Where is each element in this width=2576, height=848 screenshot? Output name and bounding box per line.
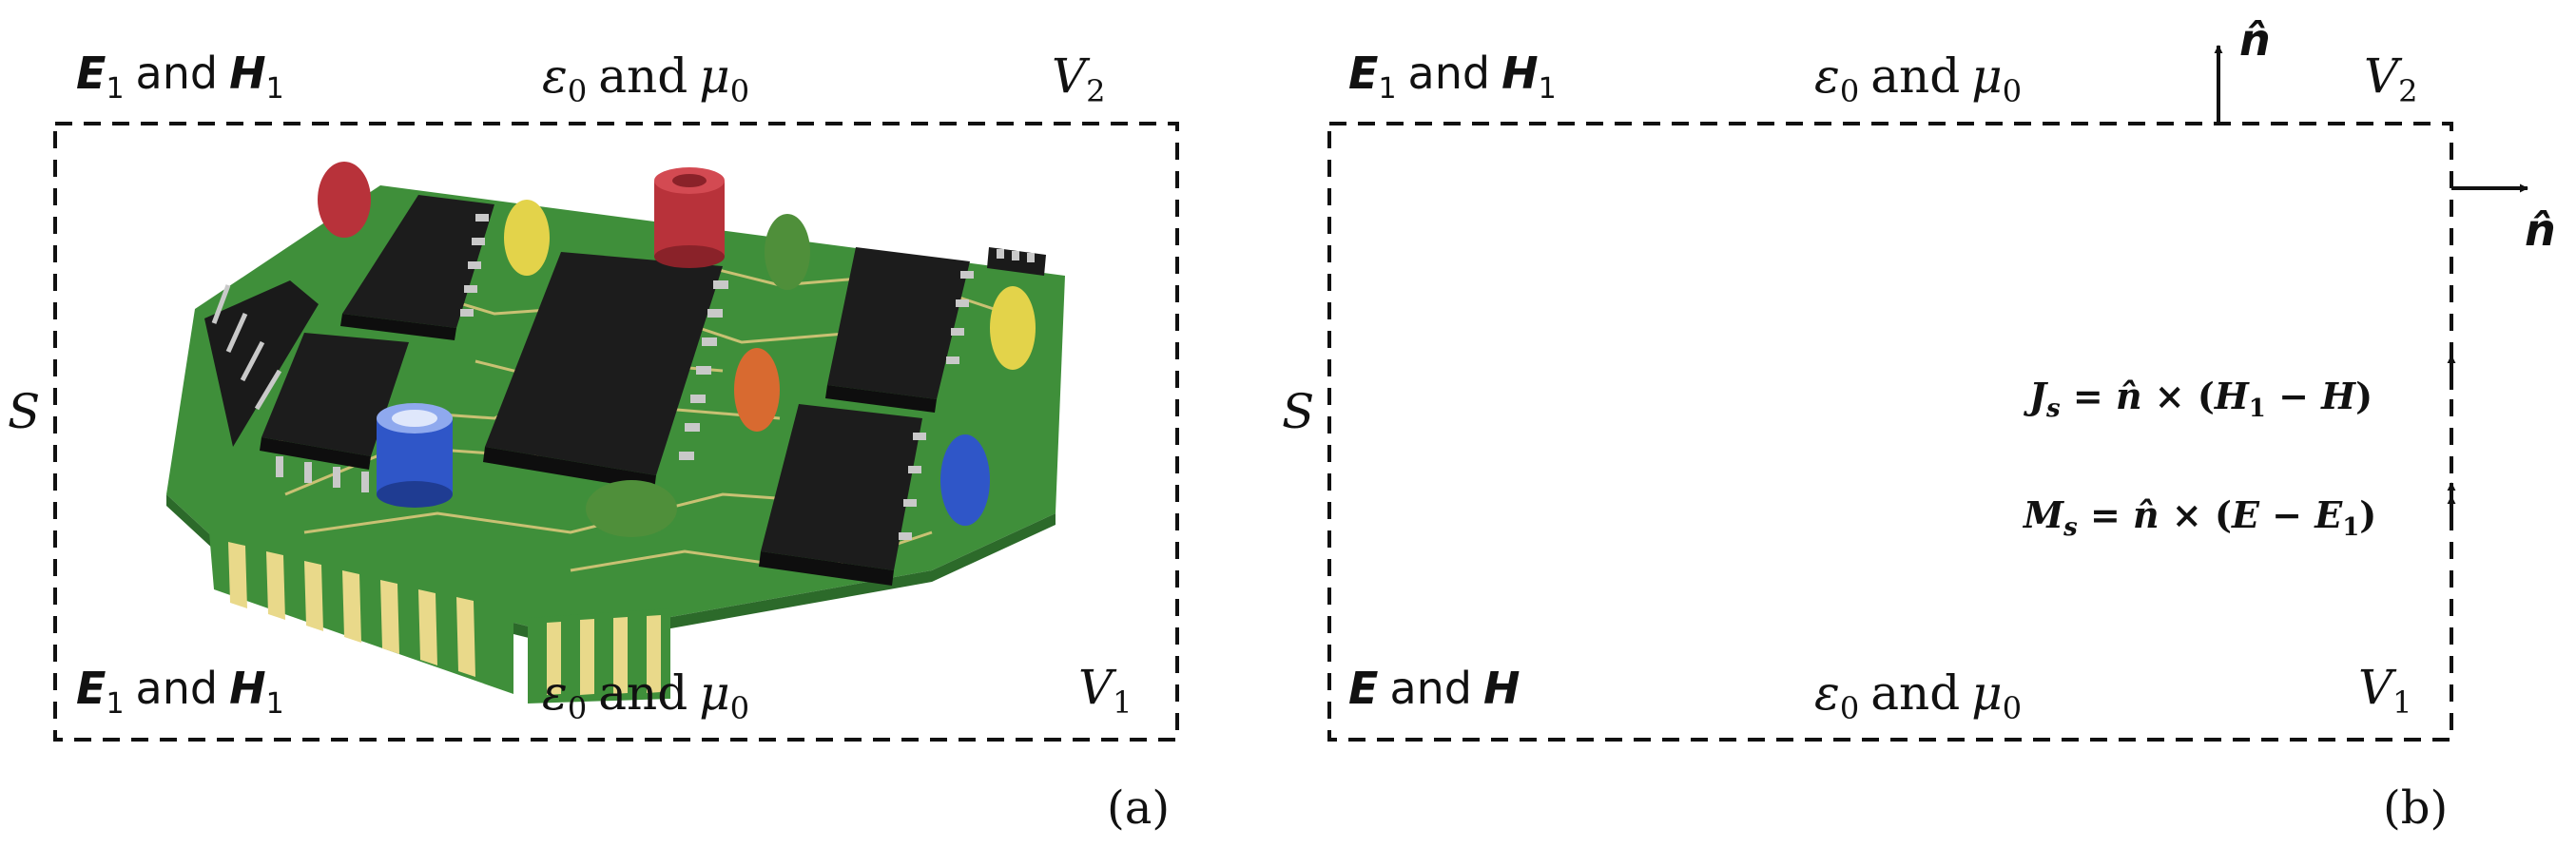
capacitor-yellow-1: [504, 200, 550, 276]
ic-chip-5: [759, 404, 926, 586]
edge-connector-left: [209, 532, 513, 694]
ms-equation: Ms = n̂ × (E − E1): [2022, 493, 2376, 542]
b-surface-label: S: [1282, 384, 1314, 439]
ic-chip-2: [260, 333, 409, 492]
capacitor-red-cylinder: [654, 167, 725, 268]
capacitor-blue-cylinder: [377, 403, 453, 508]
ic-chip-1: [340, 195, 494, 340]
capacitor-orange: [734, 348, 780, 432]
capacitor-green-2: [586, 480, 677, 537]
capacitor-green-1: [765, 214, 810, 290]
b-bottom-region-label: V1: [2358, 660, 2411, 721]
b-top-region-label: V2: [2364, 48, 2417, 109]
a-top-region-label: V2: [1052, 48, 1105, 109]
header-pins-right: [987, 247, 1046, 276]
circuit-board: [166, 162, 1065, 703]
a-bottom-region-label: V1: [1078, 660, 1132, 721]
ic-chip-4: [825, 247, 974, 413]
edge-connector-right: [528, 608, 670, 703]
panel-a-boundary: [53, 122, 1179, 742]
capacitor-yellow-2: [990, 286, 1036, 370]
b-panel-label: (b): [2383, 781, 2448, 835]
panel-b-boundary: [1327, 122, 2453, 742]
normal-label-right: n̂: [2525, 204, 2556, 256]
capacitor-blue-2: [940, 434, 990, 526]
normal-label-top: n̂: [2239, 14, 2271, 66]
a-surface-label: S: [8, 384, 40, 439]
js-equation: Js = n̂ × (H1 − H): [2024, 375, 2373, 423]
ic-chip-3: [483, 252, 728, 491]
a-panel-label: (a): [1107, 781, 1170, 835]
capacitor-red-1: [318, 162, 371, 238]
